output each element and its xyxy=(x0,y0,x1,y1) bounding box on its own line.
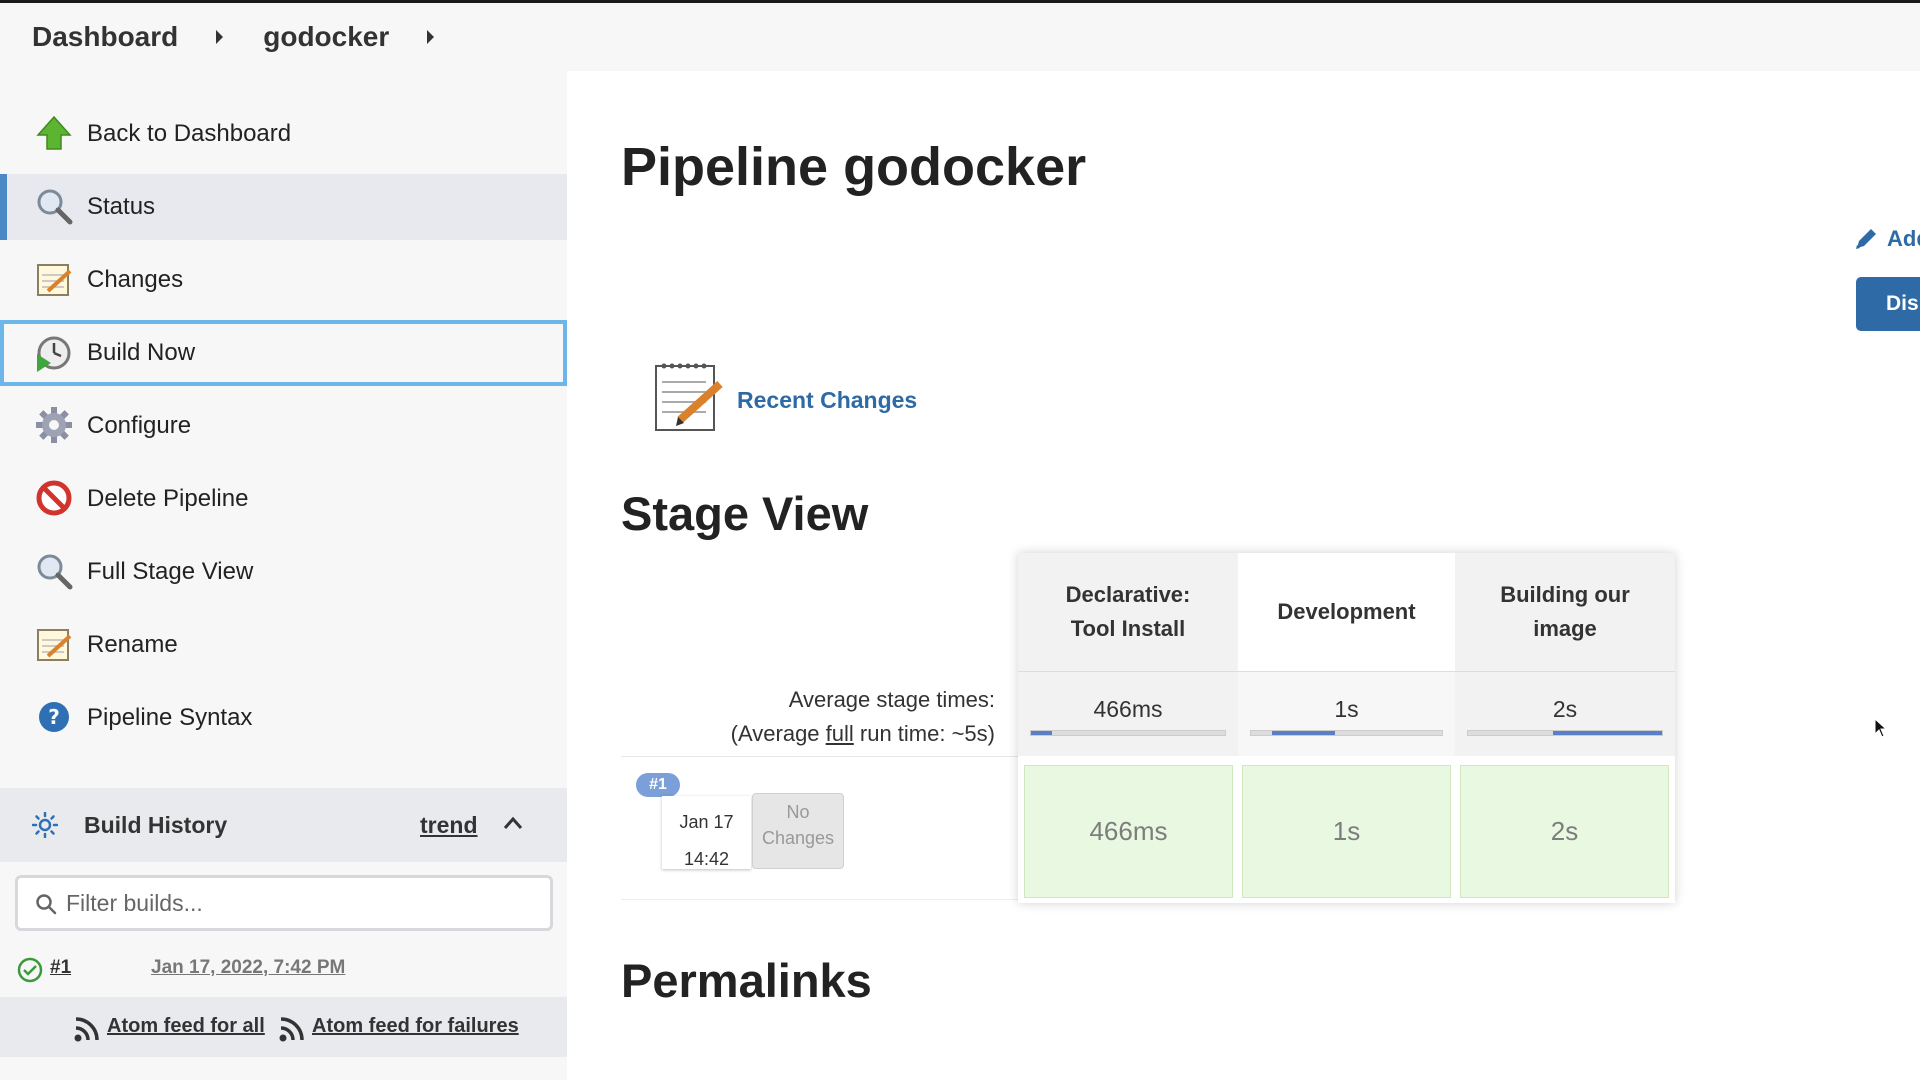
task-label: Rename xyxy=(87,631,178,658)
filter-builds-field[interactable] xyxy=(15,875,553,931)
chevron-up-icon[interactable] xyxy=(503,816,523,830)
avg-stage-times-label: Average stage times: xyxy=(788,687,995,712)
run-badge[interactable]: #1 xyxy=(636,773,680,797)
up-arrow-icon xyxy=(34,113,74,153)
task-full-stage-view[interactable]: Full Stage View xyxy=(0,539,567,605)
avg-time-bar-fill xyxy=(1031,731,1053,735)
disable-project-button[interactable]: Dis xyxy=(1856,277,1920,331)
task-label: Changes xyxy=(87,266,184,293)
avg-time-bar xyxy=(1467,730,1663,736)
stage-view-table: Declarative:Tool Install Development Bui… xyxy=(1018,553,1675,903)
help-icon: ? xyxy=(34,697,74,737)
run-row xyxy=(621,756,1018,900)
avg-time-bar-fill xyxy=(1272,731,1336,735)
stage-cell[interactable]: 466ms xyxy=(1024,765,1233,898)
filter-builds-input[interactable] xyxy=(66,886,536,920)
rss-icon xyxy=(73,1015,101,1043)
no-entry-icon xyxy=(34,478,74,518)
clock-play-icon xyxy=(33,334,73,374)
build-date-link[interactable]: Jan 17, 2022, 7:42 PM xyxy=(151,957,346,978)
pencil-icon xyxy=(1856,229,1876,249)
task-label: Build Now xyxy=(87,339,196,366)
notepad-icon xyxy=(654,360,728,434)
task-back-to-dashboard[interactable]: Back to Dashboard xyxy=(0,101,567,167)
breadcrumb-chevron-icon[interactable] xyxy=(427,30,435,44)
sidebar: Back to Dashboard Status Changes Build N… xyxy=(0,71,567,1080)
avg-time-bar xyxy=(1030,730,1226,736)
atom-feed-bar: Atom feed for all Atom feed for failures xyxy=(0,997,567,1057)
permalinks-title: Permalinks xyxy=(621,954,872,1007)
stage-avg: 466ms xyxy=(1018,671,1238,756)
task-label: Configure xyxy=(87,412,192,439)
rss-icon xyxy=(278,1015,306,1043)
magnifier-icon xyxy=(34,186,74,226)
task-rename[interactable]: Rename xyxy=(0,612,567,678)
top-border xyxy=(0,0,1920,3)
avg-run-time-label: (Average full run time: ~5s) xyxy=(730,721,995,746)
build-row: #1 Jan 17, 2022, 7:42 PM xyxy=(0,943,567,997)
weather-sun-icon xyxy=(31,811,59,839)
task-label: Status xyxy=(87,193,156,220)
svg-text:?: ? xyxy=(48,705,60,729)
stage-avg: 2s xyxy=(1455,671,1675,756)
stage-avg: 1s xyxy=(1238,671,1455,756)
breadcrumb-chevron-icon[interactable] xyxy=(216,30,224,44)
task-build-now[interactable]: Build Now xyxy=(0,320,567,386)
recent-changes-link[interactable]: Recent Changes xyxy=(737,387,918,413)
notepad-icon xyxy=(34,624,74,664)
notepad-icon xyxy=(34,259,74,299)
breadcrumb-dashboard[interactable]: Dashboard xyxy=(32,21,179,52)
gear-icon xyxy=(34,405,74,445)
stage-header: Declarative:Tool Install xyxy=(1018,553,1238,671)
stage-view-title: Stage View xyxy=(621,487,869,540)
full-run-time-link[interactable]: full xyxy=(825,721,854,746)
atom-feed-all-link[interactable]: Atom feed for all xyxy=(107,1015,265,1037)
trend-link[interactable]: trend xyxy=(420,812,478,838)
task-configure[interactable]: Configure xyxy=(0,393,567,459)
avg-time-bar-fill xyxy=(1553,731,1662,735)
build-history-title: Build History xyxy=(84,812,228,838)
task-changes[interactable]: Changes xyxy=(0,247,567,313)
stage-header: Development xyxy=(1238,553,1455,671)
avg-time-bar xyxy=(1250,730,1443,736)
mouse-cursor-icon xyxy=(1874,717,1888,738)
page-title: Pipeline godocker xyxy=(621,137,1087,197)
task-label: Delete Pipeline xyxy=(87,485,249,512)
search-icon xyxy=(34,892,58,916)
success-check-icon xyxy=(17,957,43,983)
build-history-header: Build History trend xyxy=(0,788,567,862)
add-description-link[interactable]: Add xyxy=(1853,226,1920,252)
stage-cell[interactable]: 2s xyxy=(1460,765,1669,898)
task-delete-pipeline[interactable]: Delete Pipeline xyxy=(0,466,567,532)
build-number-link[interactable]: #1 xyxy=(50,957,72,978)
task-label: Pipeline Syntax xyxy=(87,704,253,731)
atom-feed-failures-link[interactable]: Atom feed for failures xyxy=(312,1015,519,1037)
magnifier-icon xyxy=(34,551,74,591)
breadcrumb: Dashboard godocker xyxy=(0,3,1920,71)
task-pipeline-syntax[interactable]: ? Pipeline Syntax xyxy=(0,685,567,751)
task-status[interactable]: Status xyxy=(0,174,567,240)
stage-cell[interactable]: 1s xyxy=(1242,765,1451,898)
task-label: Back to Dashboard xyxy=(87,120,292,147)
add-description-label: Add xyxy=(1887,226,1920,251)
task-label: Full Stage View xyxy=(87,558,254,585)
breadcrumb-godocker[interactable]: godocker xyxy=(263,21,390,52)
